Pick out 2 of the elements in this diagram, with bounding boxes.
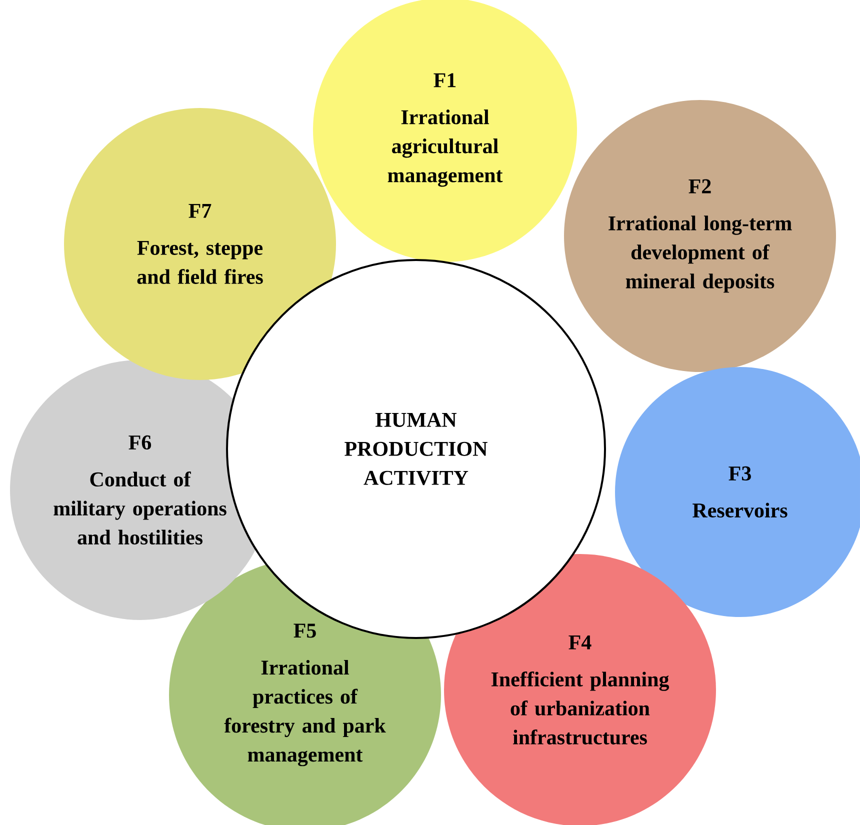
circle-node: F2 Irrational long-term development of mineral deposits bbox=[564, 100, 836, 372]
circle-node: F7 Forest, steppe and field fires bbox=[64, 108, 336, 380]
